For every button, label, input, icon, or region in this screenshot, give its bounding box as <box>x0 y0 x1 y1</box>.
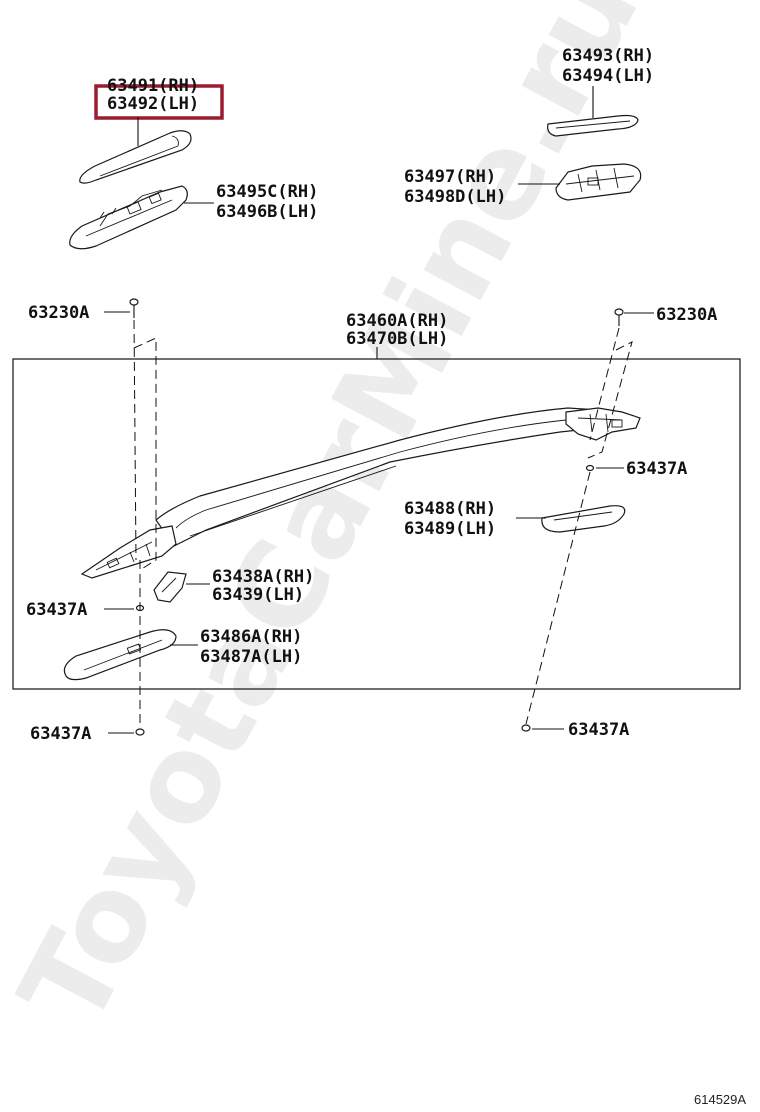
label-63486a-rh: 63486A(RH) <box>200 627 302 647</box>
label-63230a-left: 63230A <box>28 303 89 323</box>
center-bracket <box>153 571 187 603</box>
label-63487a-lh: 63487A(LH) <box>200 647 302 667</box>
label-63491-rh: 63491(RH) <box>107 76 199 96</box>
label-63494-lh: 63494(LH) <box>562 66 654 86</box>
assembly-guides-right <box>525 327 633 725</box>
diagram-code: 614529A <box>694 1092 746 1107</box>
label-63437a-right-mid: 63437A <box>626 459 687 479</box>
label-63489-lh: 63489(LH) <box>404 519 496 539</box>
label-63460a-rh: 63460A(RH) <box>346 311 448 331</box>
bolt-right <box>614 308 624 326</box>
assembly-guides-left <box>133 319 157 728</box>
bolt-left <box>129 298 139 318</box>
label-63439-lh: 63439(LH) <box>212 585 304 605</box>
rear-leg-cover <box>541 505 626 533</box>
label-63496b-lh: 63496B(LH) <box>216 202 318 222</box>
roof-rail <box>80 407 641 579</box>
clip-right-mid <box>585 464 595 472</box>
label-63437a-right-bottom: 63437A <box>568 720 629 740</box>
end-cover-rear <box>547 114 639 137</box>
label-63493-rh: 63493(RH) <box>562 46 654 66</box>
label-63497-rh: 63497(RH) <box>404 167 496 187</box>
label-63492-lh: 63492(LH) <box>107 94 199 114</box>
rear-base-bracket <box>555 163 642 201</box>
label-63495c-rh: 63495C(RH) <box>216 182 318 202</box>
label-63470b-lh: 63470B(LH) <box>346 329 448 349</box>
label-63498d-lh: 63498D(LH) <box>404 187 506 207</box>
label-63438a-rh: 63438A(RH) <box>212 567 314 587</box>
clip-left-bottom <box>135 728 145 736</box>
highlight-box <box>94 84 224 120</box>
front-base-bracket <box>69 185 188 250</box>
label-63437a-left-bottom: 63437A <box>30 724 91 744</box>
label-63437a-left-mid: 63437A <box>26 600 87 620</box>
label-63230a-right: 63230A <box>656 305 717 325</box>
clip-right-bottom <box>521 724 531 732</box>
end-cover-front <box>79 130 192 184</box>
label-63488-rh: 63488(RH) <box>404 499 496 519</box>
front-leg-cover <box>63 629 177 681</box>
